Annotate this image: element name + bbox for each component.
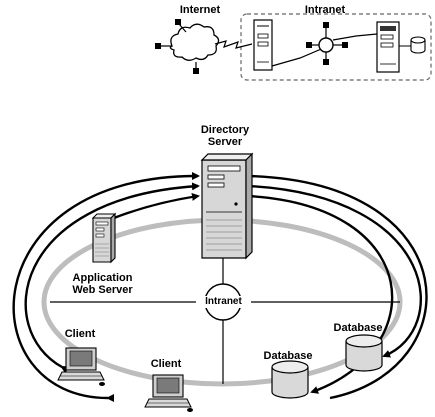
application-server-icon (91, 212, 117, 264)
application-server-label-line1: Application (72, 272, 133, 284)
client-computer-icon (57, 347, 105, 386)
directory-server-label-line1: Directory (200, 124, 250, 136)
internet-cloud-icon (169, 23, 220, 61)
hub-icon (318, 37, 334, 53)
client-computer-icon (144, 374, 193, 412)
database-icon (271, 360, 309, 399)
database-connection-arc (241, 171, 428, 400)
client-label-1: Client (64, 328, 96, 340)
application-server-label-line2: Web Server (72, 284, 133, 296)
connection-zigzag (214, 40, 253, 49)
node-icon (155, 43, 161, 49)
node-icon (306, 42, 312, 48)
top-overview-diagram (155, 13, 432, 81)
directory-server-label-line2: Server (207, 136, 243, 148)
small-server-icon (376, 21, 400, 73)
intranet-label-top: Intranet (304, 4, 346, 16)
database-icon (345, 334, 383, 372)
database-label-2: Database (263, 350, 313, 362)
application-server-label: Application Web Server (55, 272, 150, 296)
node-icon (175, 19, 181, 25)
node-icon (342, 42, 348, 48)
small-database-icon (410, 36, 426, 54)
directory-server-label: Directory Server (185, 124, 265, 148)
client-label-2: Client (150, 358, 182, 370)
directory-server-icon (200, 152, 254, 260)
internet-label: Internet (179, 4, 221, 16)
app-server-connection-arc (106, 192, 200, 224)
intranet-hub-label: Intranet (196, 296, 251, 308)
small-server-icon (253, 19, 273, 71)
node-icon (193, 68, 199, 74)
connection-line (332, 33, 378, 41)
connection-line (271, 46, 327, 67)
node-icon (323, 59, 329, 65)
node-icon (323, 22, 329, 28)
database-label-1: Database (333, 322, 383, 334)
